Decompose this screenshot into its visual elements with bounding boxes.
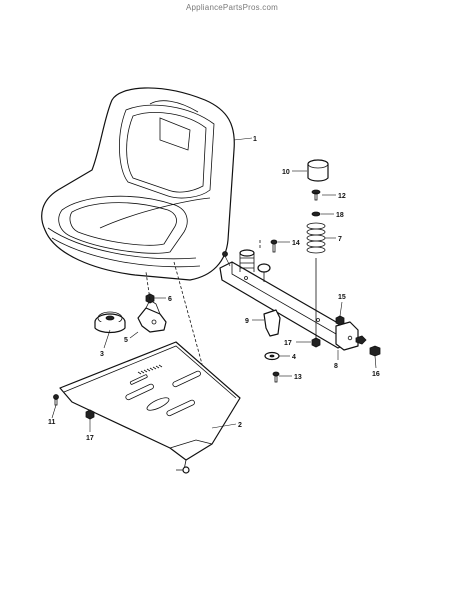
- callout-18: 18: [336, 212, 344, 219]
- callout-3: 3: [100, 351, 104, 358]
- callout-5: 5: [124, 337, 128, 344]
- adjustment-lever-part-9[interactable]: [252, 309, 281, 337]
- seat-rail-part-8[interactable]: [219, 251, 359, 351]
- callout-10: 10: [282, 169, 290, 176]
- nut-part-17-right[interactable]: [296, 258, 321, 348]
- callout-17-left: 17: [86, 435, 94, 442]
- callout-11: 11: [48, 419, 56, 426]
- switch-bracket-part-5[interactable]: [137, 299, 167, 333]
- seat-part-1[interactable]: [41, 87, 235, 281]
- callout-16: 16: [372, 371, 380, 378]
- assembly-guide-lines: [145, 240, 261, 365]
- screw-part-12[interactable]: [311, 189, 336, 201]
- nut-part-6[interactable]: [145, 293, 166, 304]
- callout-17-right: 17: [284, 340, 292, 347]
- callout-12: 12: [338, 193, 346, 200]
- seat-base-plate-part-2[interactable]: [59, 341, 241, 474]
- bolt-part-11[interactable]: [51, 394, 59, 419]
- callout-1: 1: [253, 136, 257, 143]
- nut-part-17-left[interactable]: [85, 409, 95, 432]
- nut-part-15[interactable]: [335, 301, 345, 326]
- bolt-part-13[interactable]: [272, 371, 292, 383]
- callout-7: 7: [338, 236, 342, 243]
- callout-4: 4: [292, 354, 296, 361]
- nut-part-16[interactable]: [355, 335, 381, 369]
- rail-spring-assembly: [239, 249, 271, 282]
- callout-8: 8: [334, 363, 338, 370]
- seat-switch-part-3[interactable]: [94, 311, 126, 334]
- spring-part-7[interactable]: [306, 222, 336, 254]
- callout-9: 9: [245, 318, 249, 325]
- callout-2: 2: [238, 422, 242, 429]
- callout-15: 15: [338, 294, 346, 301]
- washer-part-4[interactable]: [264, 351, 290, 361]
- bolt-part-14[interactable]: [270, 239, 290, 253]
- watermark-text: AppliancePartsPros.com: [186, 3, 278, 12]
- washer-part-18[interactable]: [311, 211, 334, 217]
- callout-14: 14: [292, 240, 300, 247]
- callout-6: 6: [168, 296, 172, 303]
- callout-13: 13: [294, 374, 302, 381]
- rubber-bumper-part-10[interactable]: [292, 159, 329, 182]
